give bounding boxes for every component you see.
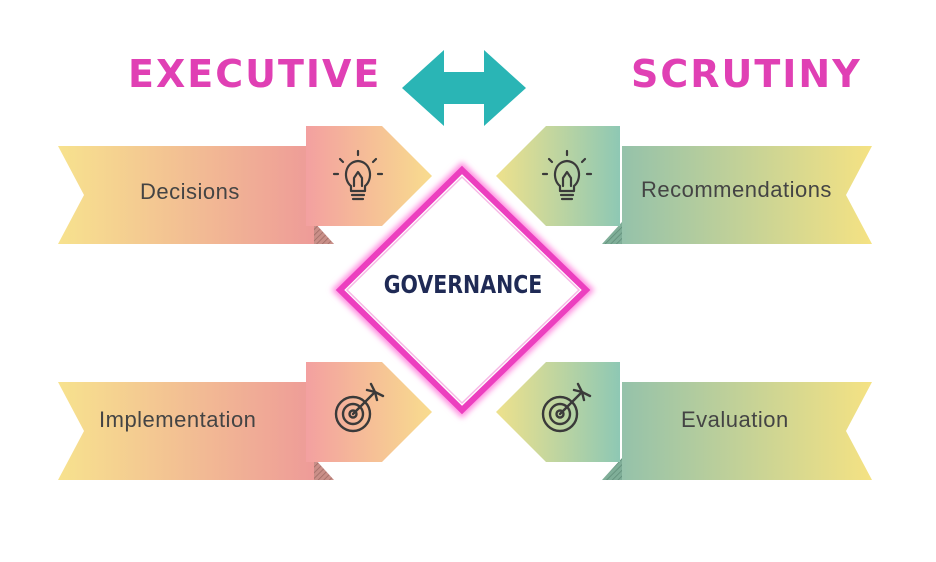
double-arrow-icon <box>402 50 526 126</box>
governance-diamond <box>331 161 595 419</box>
decisions-banner <box>58 126 432 244</box>
evaluation-label: Evaluation <box>681 407 789 432</box>
governance-label: GOVERNANCE <box>383 270 543 299</box>
lightbulb-icon <box>541 149 593 201</box>
target-arrow-icon <box>334 382 385 433</box>
target-arrow-icon <box>541 382 592 433</box>
scrutiny-heading: SCRUTINY <box>631 52 862 96</box>
executive-heading: EXECUTIVE <box>128 52 382 96</box>
decisions-label: Decisions <box>140 179 240 204</box>
implementation-label: Implementation <box>99 407 257 432</box>
recommendations-banner <box>496 126 872 244</box>
lightbulb-icon <box>332 149 384 201</box>
recommendations-label: Recommendations <box>641 177 832 202</box>
